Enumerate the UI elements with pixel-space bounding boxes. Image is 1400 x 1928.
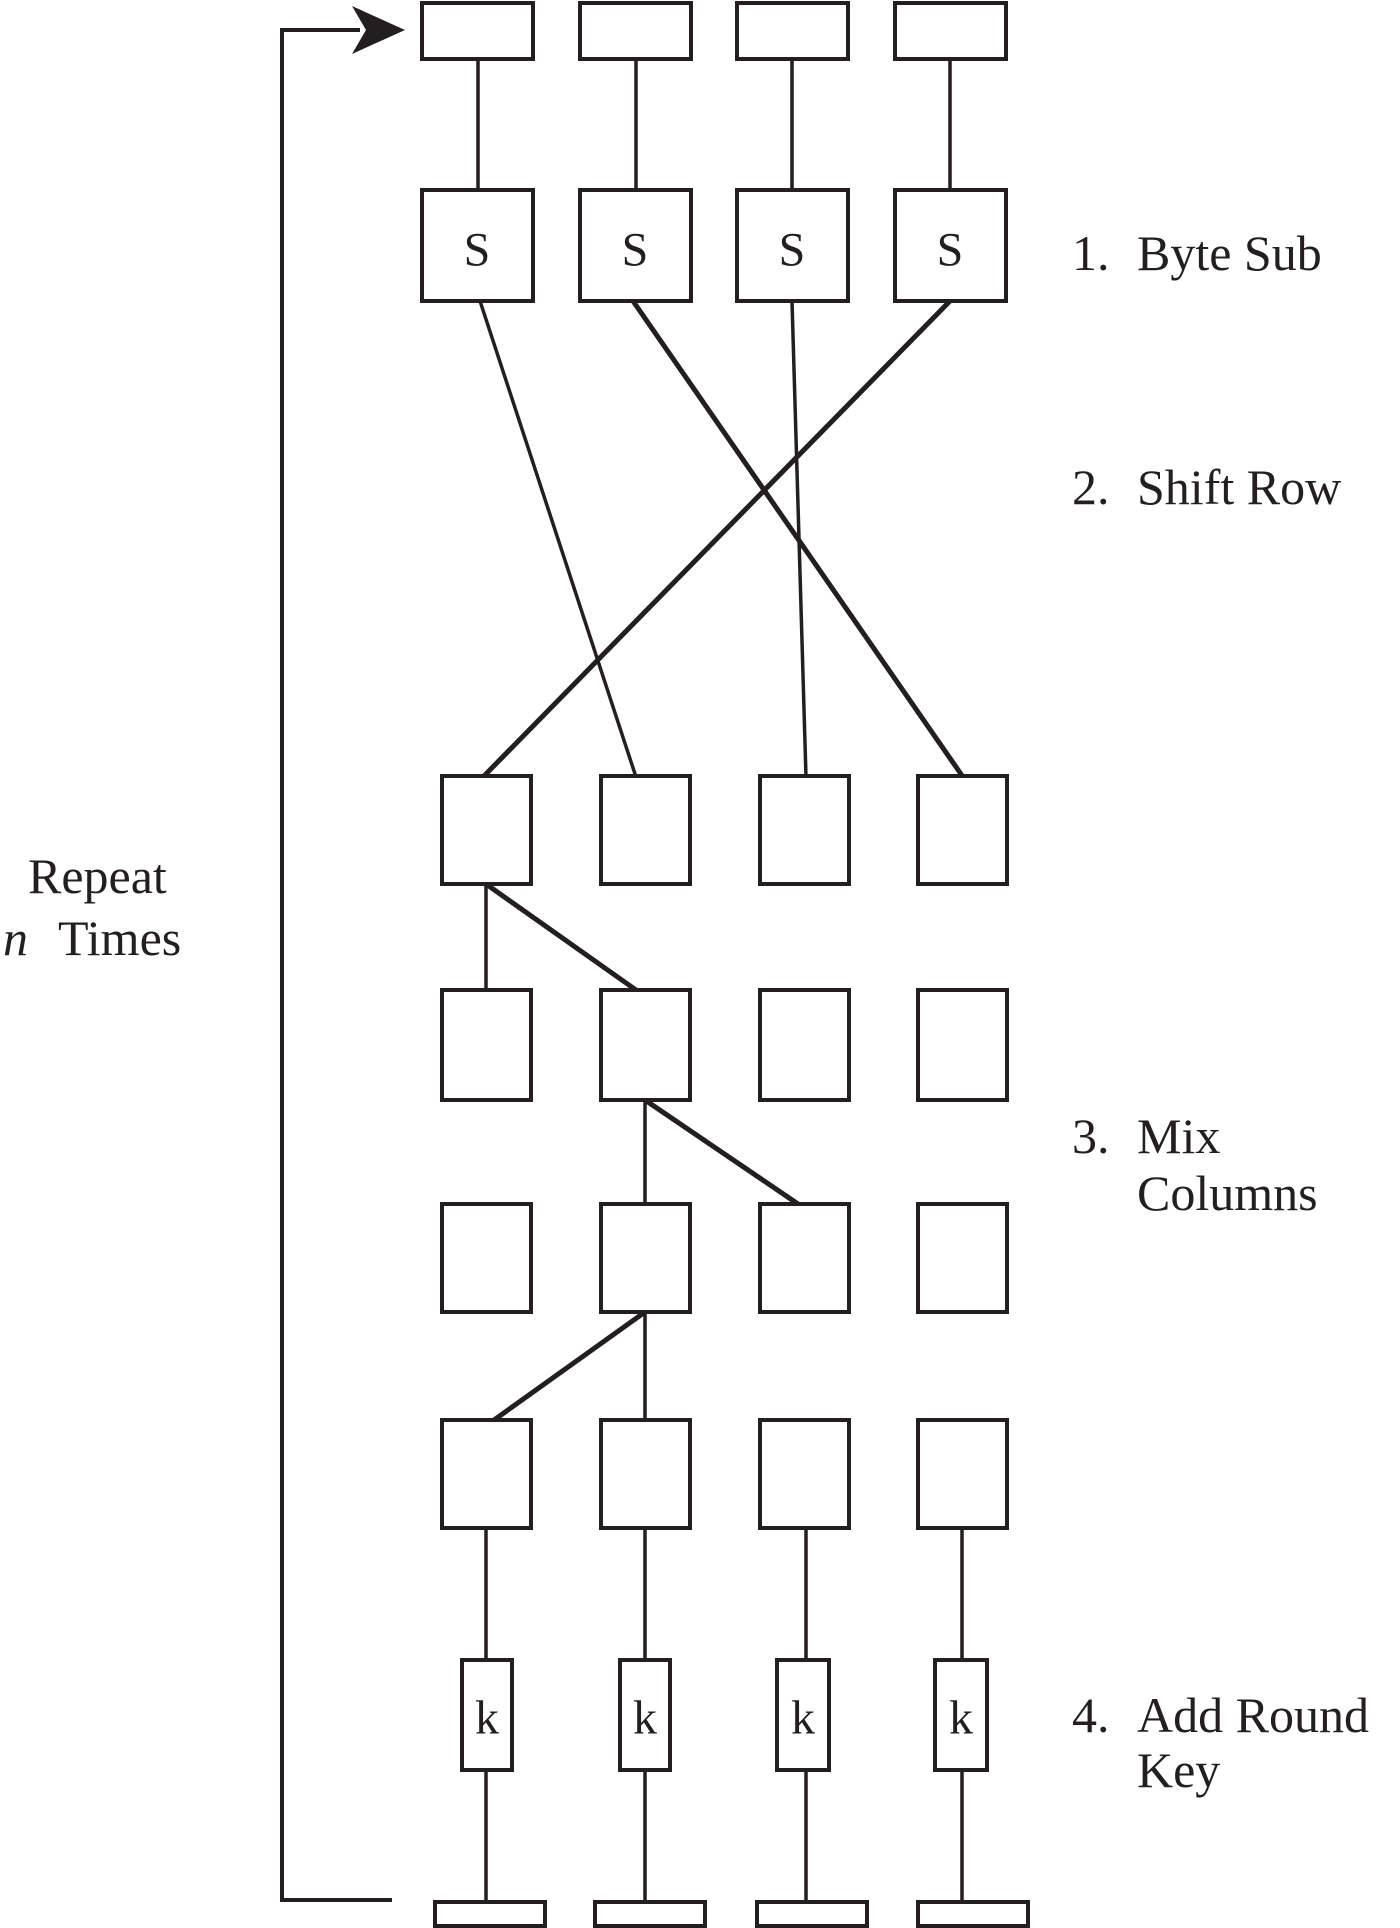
repeat-label-times: Times <box>58 910 181 966</box>
state-cell <box>916 774 1009 886</box>
state-cell <box>440 774 533 886</box>
round-key-label: k <box>791 1692 815 1745</box>
state-cell <box>599 1202 692 1314</box>
input-to-sbox-wires <box>476 59 952 190</box>
state-cell <box>916 988 1009 1102</box>
state-cell <box>916 1202 1009 1314</box>
state-cell <box>440 1418 533 1530</box>
state-row-a <box>440 774 1009 886</box>
state-cell <box>758 988 851 1102</box>
state-cell <box>440 1202 533 1314</box>
sbox-1 <box>420 188 535 303</box>
state-cell <box>758 774 851 886</box>
step-1-number: 1. <box>1072 225 1110 281</box>
output-row <box>433 1900 1030 1928</box>
key-wires <box>484 1528 964 1902</box>
state-cell <box>599 774 692 886</box>
input-byte-1 <box>420 1 535 61</box>
step-3-label-line-1: Mix <box>1137 1108 1220 1164</box>
sbox-label: S <box>464 224 491 277</box>
round-key-row: k k k k <box>460 1658 989 1772</box>
sbox-3 <box>735 188 850 303</box>
repeat-loop <box>280 6 405 1902</box>
repeat-loop-line <box>280 28 392 1902</box>
step-3-label-line-2: Columns <box>1137 1165 1318 1221</box>
step-4-number: 4. <box>1072 1687 1110 1743</box>
round-key-box <box>618 1658 672 1772</box>
step-3-number: 3. <box>1072 1108 1110 1164</box>
repeat-label-line-1: Repeat <box>28 848 167 904</box>
sbox-4 <box>893 188 1008 303</box>
state-cell <box>599 1418 692 1530</box>
step-2-number: 2. <box>1072 459 1110 515</box>
repeat-count-variable: n <box>3 910 28 966</box>
output-byte-2 <box>593 1900 707 1928</box>
state-row-c <box>440 1202 1009 1314</box>
step-4-label-line-1: Add Round <box>1137 1687 1369 1743</box>
shift-wire <box>478 300 638 778</box>
round-key-box <box>460 1658 514 1772</box>
input-byte-2 <box>578 1 693 61</box>
state-row-b <box>440 988 1009 1102</box>
state-cell <box>440 988 533 1102</box>
sbox-label: S <box>779 224 806 277</box>
input-byte-4 <box>893 1 1008 61</box>
state-cell <box>599 988 692 1102</box>
round-key-label: k <box>633 1692 657 1745</box>
shift-row-wires <box>478 299 966 779</box>
state-cell <box>758 1202 851 1314</box>
output-byte-3 <box>755 1900 869 1928</box>
output-byte-4 <box>916 1900 1030 1928</box>
round-key-box <box>933 1658 989 1772</box>
round-key-label: k <box>475 1692 499 1745</box>
shift-wire <box>481 299 952 779</box>
shift-wire <box>790 300 808 778</box>
input-row <box>420 1 1008 61</box>
state-cell <box>758 1418 851 1530</box>
mix-wire <box>484 881 638 993</box>
mix-wire <box>492 1309 647 1423</box>
round-key-label: k <box>949 1692 973 1745</box>
state-row-d <box>440 1418 1009 1530</box>
step-4-label-line-2: Key <box>1137 1742 1220 1798</box>
repeat-loop-arrow-icon <box>352 6 405 54</box>
mix-wire <box>643 1097 800 1207</box>
input-byte-3 <box>735 1 850 61</box>
output-byte-1 <box>433 1900 547 1928</box>
sbox-label: S <box>622 224 649 277</box>
round-key-box <box>775 1658 831 1772</box>
sbox-label: S <box>937 224 964 277</box>
step-labels: 1. Byte Sub 2. Shift Row 3. Mix Columns … <box>1072 225 1369 1798</box>
step-1-label: Byte Sub <box>1137 225 1322 281</box>
state-cell <box>916 1418 1009 1530</box>
sbox-row: S S S S <box>420 188 1008 303</box>
repeat-label: Repeat n Times <box>3 848 181 966</box>
mix-columns-wires <box>484 881 800 1423</box>
step-2-label: Shift Row <box>1137 459 1341 515</box>
